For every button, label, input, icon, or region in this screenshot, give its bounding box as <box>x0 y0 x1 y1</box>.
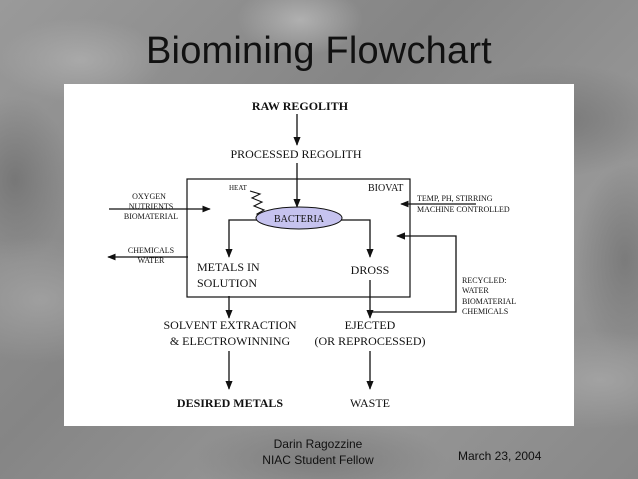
input-biomaterial-label: BIOMATERIAL <box>124 212 178 221</box>
slide-title: Biomining Flowchart <box>146 30 492 72</box>
recycle-loop-arrow <box>370 232 457 313</box>
recycled-chemicals-label: CHEMICALS <box>462 307 508 316</box>
heat-squiggle <box>249 190 268 219</box>
control-temp-label: TEMP, PH, STIRRING <box>417 194 493 203</box>
recycled-biomaterial-label: BIOMATERIAL <box>462 297 516 306</box>
author-role: NIAC Student Fellow <box>262 453 374 467</box>
raw-regolith-label: RAW REGOLITH <box>252 99 349 113</box>
arrow-bacteria-to-dross <box>341 219 374 258</box>
processed-regolith-label: PROCESSED REGOLITH <box>230 147 361 161</box>
bacteria-ellipse <box>255 206 343 230</box>
biovat-box <box>186 178 411 298</box>
author-name: Darin Ragozzine <box>273 437 363 451</box>
footer-date: March 23, 2004 <box>458 449 542 463</box>
heat-label: HEAT <box>229 184 248 192</box>
footer-author: Darin Ragozzine NIAC Student Fellow <box>238 436 398 468</box>
waste-label: WASTE <box>350 396 390 410</box>
arrow-bacteria-to-metals <box>225 219 257 258</box>
output-water-label: WATER <box>138 256 165 265</box>
desired-metals-label: DESIRED METALS <box>177 396 283 410</box>
input-nutrients-label: NUTRIENTS <box>129 202 173 211</box>
solvent-extraction-line2: & ELECTROWINNING <box>170 334 291 348</box>
flowchart-panel: RAW REGOLITH PROCESSED REGOLITH BIOVAT H… <box>64 84 574 426</box>
metals-in-solution-line2: SOLUTION <box>197 276 257 290</box>
biovat-label: BIOVAT <box>368 183 403 194</box>
ejected-line2: (OR REPROCESSED) <box>314 334 425 348</box>
output-chemicals-label: CHEMICALS <box>128 246 174 255</box>
input-oxygen-label: OXYGEN <box>132 192 166 201</box>
recycled-water-label: WATER <box>462 286 489 295</box>
bacteria-label: BACTERIA <box>274 214 325 225</box>
recycled-label: RECYCLED: <box>462 276 506 285</box>
solvent-extraction-line1: SOLVENT EXTRACTION <box>163 318 296 332</box>
dross-label: DROSS <box>351 263 390 277</box>
metals-in-solution-line1: METALS IN <box>197 260 260 274</box>
ejected-line1: EJECTED <box>345 318 396 332</box>
control-machine-label: MACHINE CONTROLLED <box>417 205 510 214</box>
biomining-flowchart: RAW REGOLITH PROCESSED REGOLITH BIOVAT H… <box>107 99 516 410</box>
